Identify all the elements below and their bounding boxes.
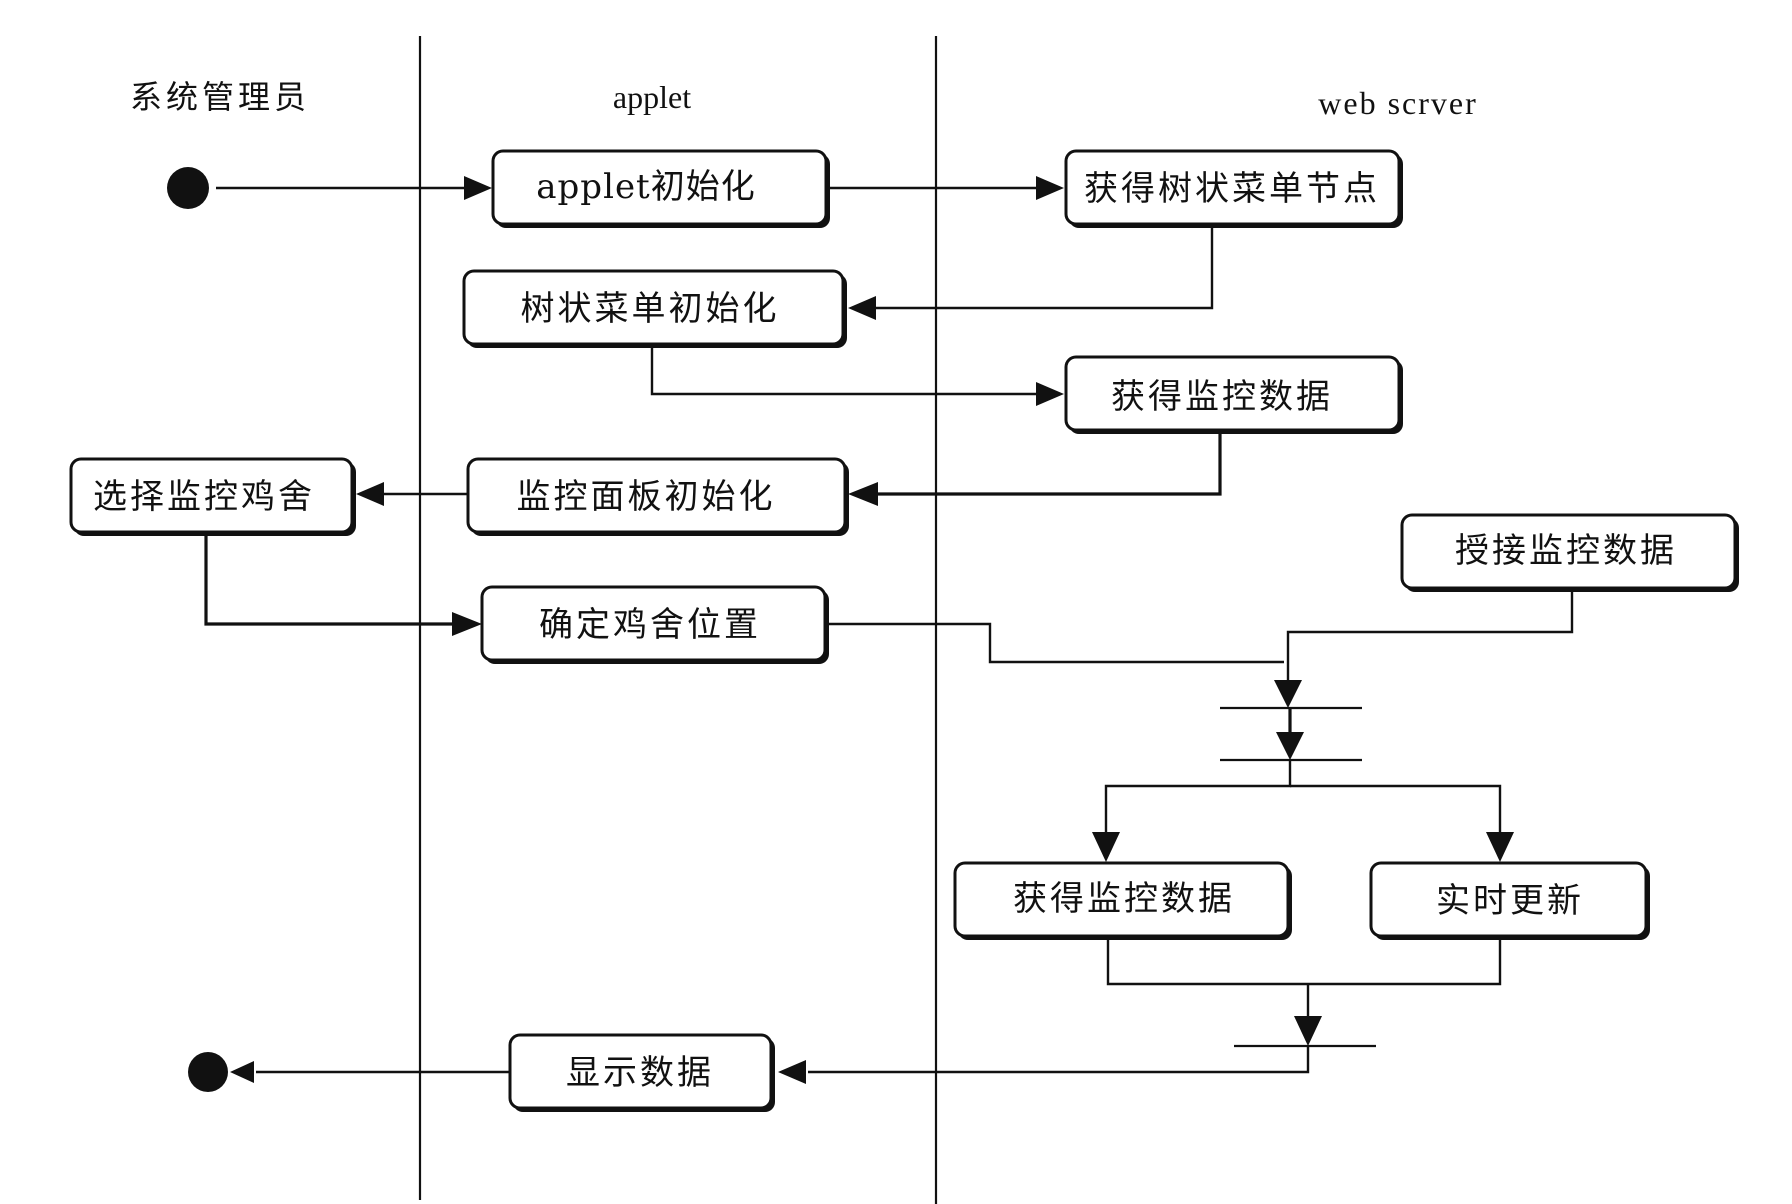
- activity-panel-init: 监控面板初始化: [466, 457, 849, 536]
- edge-applet-init-to-get-tree-nodes: [826, 176, 1064, 200]
- edge-fork-branches: [1092, 760, 1514, 862]
- edge-tree-menu-init-to-get-monitor-data: [650, 346, 1064, 406]
- activity-get-monitor-data-1: 获得监控数据: [1064, 355, 1403, 434]
- edge-start-to-applet-init: [216, 176, 492, 200]
- activity-receive-monitor-data: 授接监控数据: [1400, 513, 1739, 592]
- edge-join-to-fork: [1276, 708, 1304, 760]
- activity-panel-init-label: 监控面板初始化: [517, 477, 776, 517]
- activity-get-monitor-data-1-label: 获得监控数据: [1111, 377, 1333, 417]
- edge-panel-init-to-select-coop: [356, 482, 468, 506]
- edge-locate-coop-to-join: [826, 622, 1284, 664]
- activity-get-monitor-data-2-label: 获得监控数据: [1013, 879, 1235, 919]
- activity-realtime-update: 实时更新: [1369, 861, 1650, 940]
- activity-tree-menu-init: 树状菜单初始化: [462, 269, 847, 348]
- edge-get-tree-nodes-to-tree-menu-init: [848, 226, 1214, 320]
- end-node: [188, 1052, 254, 1092]
- activity-receive-monitor-data-label: 授接监控数据: [1455, 531, 1677, 571]
- swimlane-title-applet: applet: [613, 79, 691, 115]
- activity-realtime-update-label: 实时更新: [1436, 881, 1584, 921]
- activity-tree-menu-init-label: 树状菜单初始化: [521, 289, 780, 329]
- edge-branches-to-final-join: [1106, 938, 1502, 1046]
- activity-get-tree-nodes-label: 获得树状菜单节点: [1084, 169, 1380, 209]
- activity-show-data-label: 显示数据: [566, 1053, 714, 1093]
- swimlane-title-server: web scrver: [1318, 85, 1477, 121]
- activity-applet-init: applet初始化: [491, 149, 830, 228]
- activity-get-tree-nodes: 获得树状菜单节点: [1064, 149, 1403, 228]
- activity-show-data: 显示数据: [508, 1033, 775, 1112]
- activity-select-coop: 选择监控鸡舍: [69, 457, 356, 536]
- start-node: [167, 167, 209, 209]
- swimlane-title-admin: 系统管理员: [130, 79, 310, 115]
- activity-locate-coop-label: 确定鸡舍位置: [539, 605, 761, 645]
- edge-final-join-to-show-data: [778, 1046, 1310, 1084]
- activity-locate-coop: 确定鸡舍位置: [480, 585, 829, 664]
- edge-select-coop-to-locate-coop: [204, 534, 482, 636]
- activity-applet-init-label: applet初始化: [536, 167, 755, 207]
- activity-select-coop-label: 选择监控鸡舍: [93, 477, 315, 517]
- activity-get-monitor-data-2: 获得监控数据: [953, 861, 1292, 940]
- edge-get-monitor-data-to-panel-init: [848, 432, 1222, 506]
- edge-receive-data-to-join: [1274, 590, 1574, 708]
